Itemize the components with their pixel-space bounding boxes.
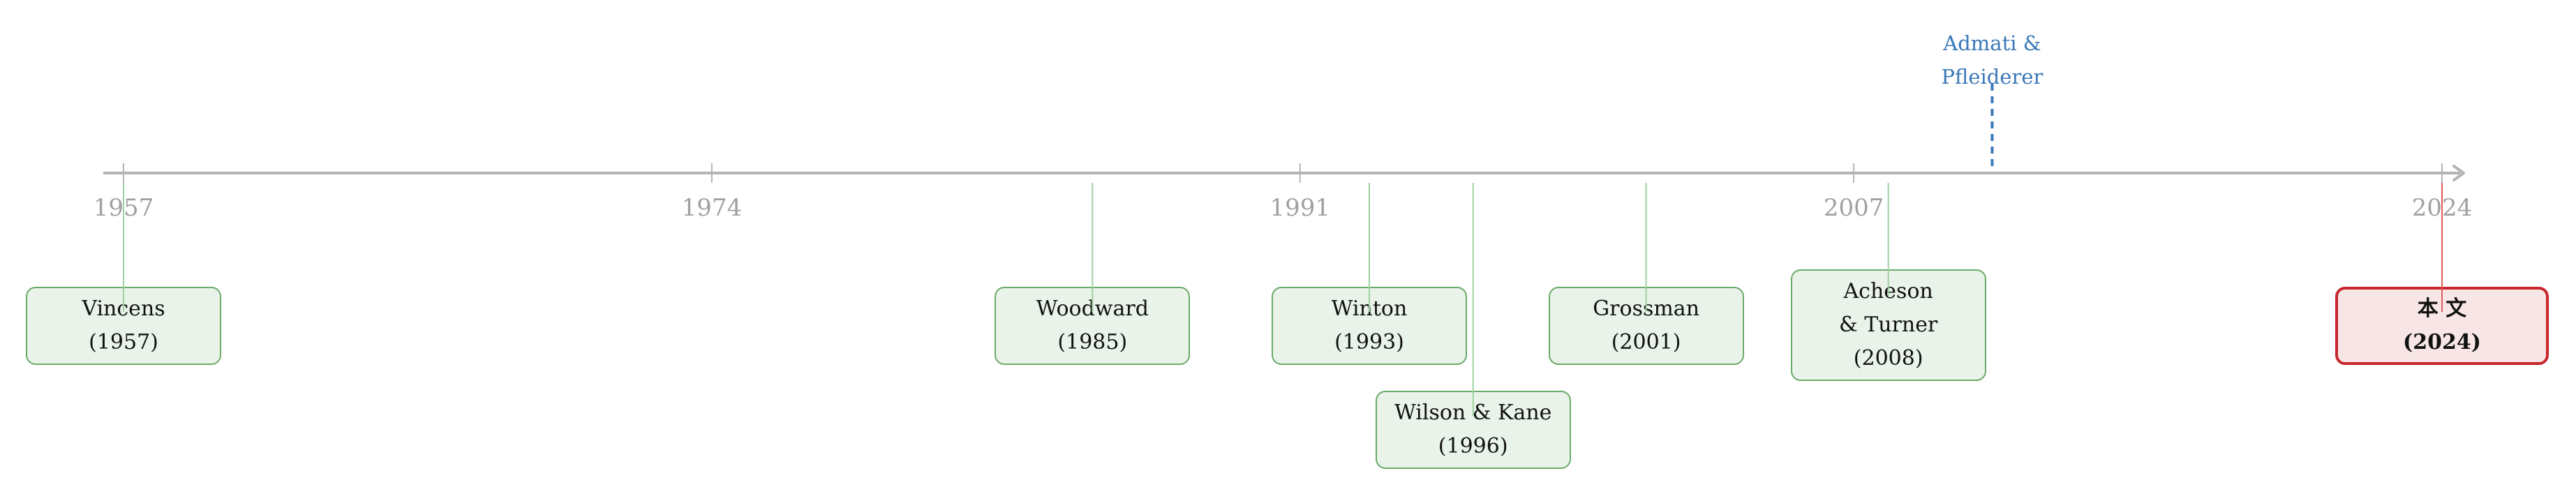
event-box-wilson-kane: Wilson & Kane (1996) [1375,391,1571,469]
event-text-grossman-0: Grossman [1593,297,1700,321]
event-text-winton-1: (1993) [1334,330,1404,354]
event-text-grossman-1: (2001) [1611,330,1681,354]
annotation-admati-pfleiderer: Admati & Pfleiderer [1908,27,2076,93]
event-box-this-paper: 本 文 (2024) [2335,287,2549,365]
event-text-acheson-turner-2: (2008) [1853,346,1923,370]
event-box-acheson-turner: Acheson & Turner (2008) [1790,269,1986,381]
event-box-winton: Winton (1993) [1271,287,1467,365]
event-text-vincens-1: (1957) [89,330,158,354]
tick-label-1991: 1991 [1270,194,1331,222]
event-text-this-paper-1: (2024) [2403,330,2481,354]
tick-label-2007: 2007 [1823,194,1884,222]
event-text-vincens-0: Vincens [82,297,165,321]
tick-label-1957: 1957 [93,194,154,222]
tick-marks [123,163,2443,183]
tick-label-1974: 1974 [681,194,743,222]
tick-label-2024: 2024 [2411,194,2473,222]
event-text-this-paper-0: 本 文 [2417,297,2467,321]
event-text-woodward-0: Woodward [1036,297,1149,321]
event-text-winton-0: Winton [1331,297,1408,321]
event-box-grossman: Grossman (2001) [1548,287,1744,365]
timeline-arrowhead [2452,165,2465,181]
event-text-acheson-turner-1: & Turner [1839,313,1938,337]
event-text-wilson-kane-0: Wilson & Kane [1394,401,1552,425]
annotation-text-admati-pfleiderer-1: Pfleiderer [1941,65,2043,89]
event-text-woodward-1: (1985) [1057,330,1128,354]
event-text-wilson-kane-1: (1996) [1438,434,1508,458]
event-box-woodward: Woodward (1985) [995,287,1191,365]
event-text-acheson-turner-0: Acheson [1843,279,1933,304]
connectors [123,84,2443,399]
event-box-vincens: Vincens (1957) [26,287,221,365]
annotation-text-admati-pfleiderer-0: Admati & [1943,31,2041,55]
